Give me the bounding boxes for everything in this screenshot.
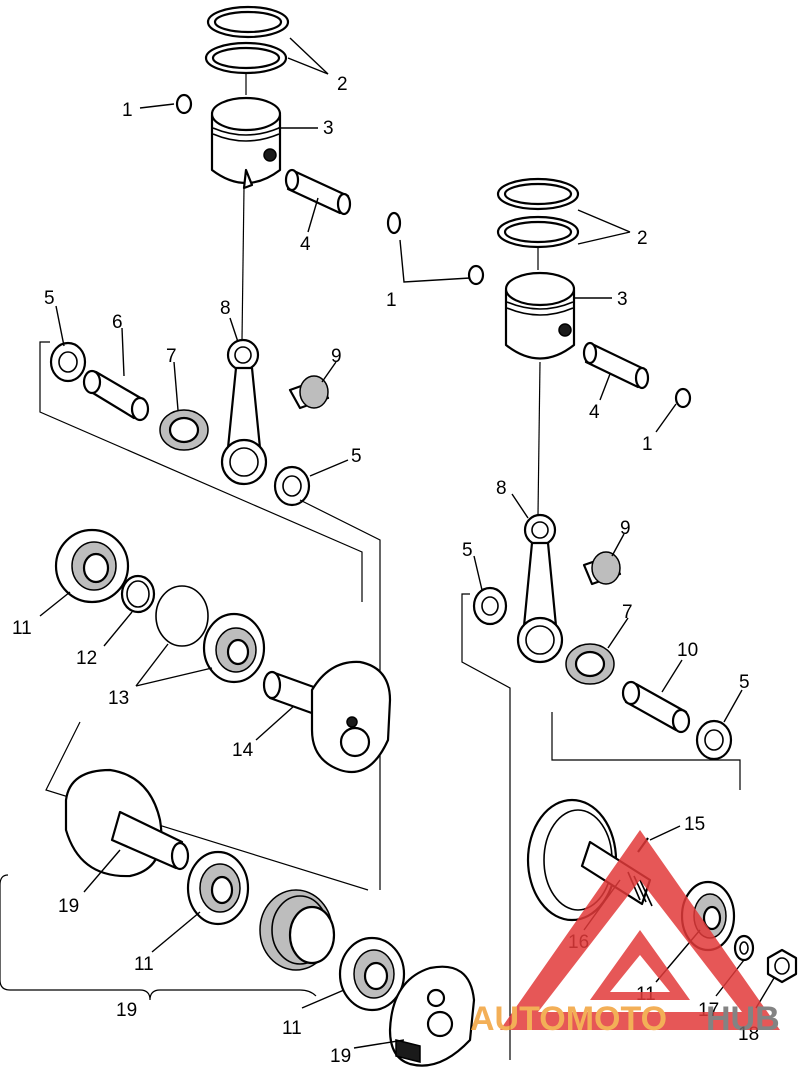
callout-7-left: 7 <box>166 346 177 367</box>
crankshaft-half-14 <box>262 660 392 774</box>
connecting-rod-left <box>220 187 268 486</box>
needle-bearing-7-right <box>565 643 615 685</box>
needle-bearing-7-left <box>159 409 209 451</box>
watermark-text-automoto: AUTOMOTO <box>470 1000 667 1038</box>
callout-9-right: 9 <box>620 518 631 539</box>
callout-8-right: 8 <box>496 478 507 499</box>
callout-2-left: 2 <box>337 74 348 95</box>
piston-rings-left <box>204 5 290 95</box>
connecting-rod-right <box>516 361 564 664</box>
callout-5-d: 5 <box>739 672 750 693</box>
callout-5-a: 5 <box>44 288 55 309</box>
piston-left <box>210 96 282 190</box>
callout-14: 14 <box>232 740 254 761</box>
watermark-triangle-icon <box>500 830 780 1030</box>
callout-12: 12 <box>76 648 97 669</box>
callout-3-left: 3 <box>323 118 334 139</box>
callout-15: 15 <box>684 814 705 835</box>
piston-pin-left <box>284 168 402 235</box>
callout-1-right: 1 <box>642 434 653 455</box>
bracket-19 <box>0 874 317 1001</box>
callout-5-b: 5 <box>351 446 362 467</box>
retaining-ring-12 <box>120 574 156 614</box>
crank-pin-6 <box>82 369 150 422</box>
callout-11-bottom: 11 <box>282 1018 302 1039</box>
automotohub-watermark: AUTOMOTO HUB <box>470 830 780 1038</box>
callout-1-left: 1 <box>122 100 133 121</box>
callout-13: 13 <box>108 688 129 709</box>
callout-11-lower: 11 <box>134 954 154 975</box>
callout-2-right: 2 <box>637 228 648 249</box>
piston-rings-right <box>496 177 580 270</box>
callout-10: 10 <box>677 640 698 661</box>
nut-18 <box>766 948 798 984</box>
callout-4-left: 4 <box>300 234 311 255</box>
piston-right <box>504 271 576 360</box>
ball-bearing-11-lower <box>186 850 250 926</box>
assembly-bracket-left <box>39 341 363 602</box>
callout-1-center: 1 <box>386 290 397 311</box>
bearing-cage-9-left <box>288 375 330 410</box>
watermark-text-hub: HUB <box>706 1000 780 1038</box>
callout-7-right: 7 <box>622 602 633 623</box>
thrust-washer-5-left <box>49 341 311 507</box>
thrust-washers-5-right <box>472 586 733 761</box>
washer-17 <box>733 934 755 962</box>
seal-gear <box>259 889 336 971</box>
callout-9-left: 9 <box>331 346 342 367</box>
callout-3-right: 3 <box>617 289 628 310</box>
ball-bearing-11-bottom <box>338 936 406 1012</box>
crank-pin-10 <box>621 680 691 734</box>
ball-bearing-11-upper <box>54 528 130 604</box>
assembly-bracket-right <box>461 593 511 1060</box>
circlip-left-top <box>175 93 193 115</box>
main-bearing-13 <box>202 612 266 684</box>
circlips-right <box>399 239 692 409</box>
flywheel-19-upper <box>45 721 369 891</box>
callout-19-bracket: 19 <box>116 1000 137 1021</box>
flywheel-19-lower <box>388 965 476 1067</box>
snap-ring-13 <box>155 585 209 647</box>
callout-11-upper: 11 <box>12 618 32 639</box>
callout-4-right: 4 <box>589 402 600 423</box>
callout-19-lower: 19 <box>330 1046 351 1067</box>
bearing-cage-9-right <box>582 551 622 586</box>
callout-5-c: 5 <box>462 540 473 561</box>
callout-19-upper: 19 <box>58 896 79 917</box>
callout-6: 6 <box>112 312 123 333</box>
callout-8-left: 8 <box>220 298 231 319</box>
piston-pin-right <box>582 341 650 390</box>
